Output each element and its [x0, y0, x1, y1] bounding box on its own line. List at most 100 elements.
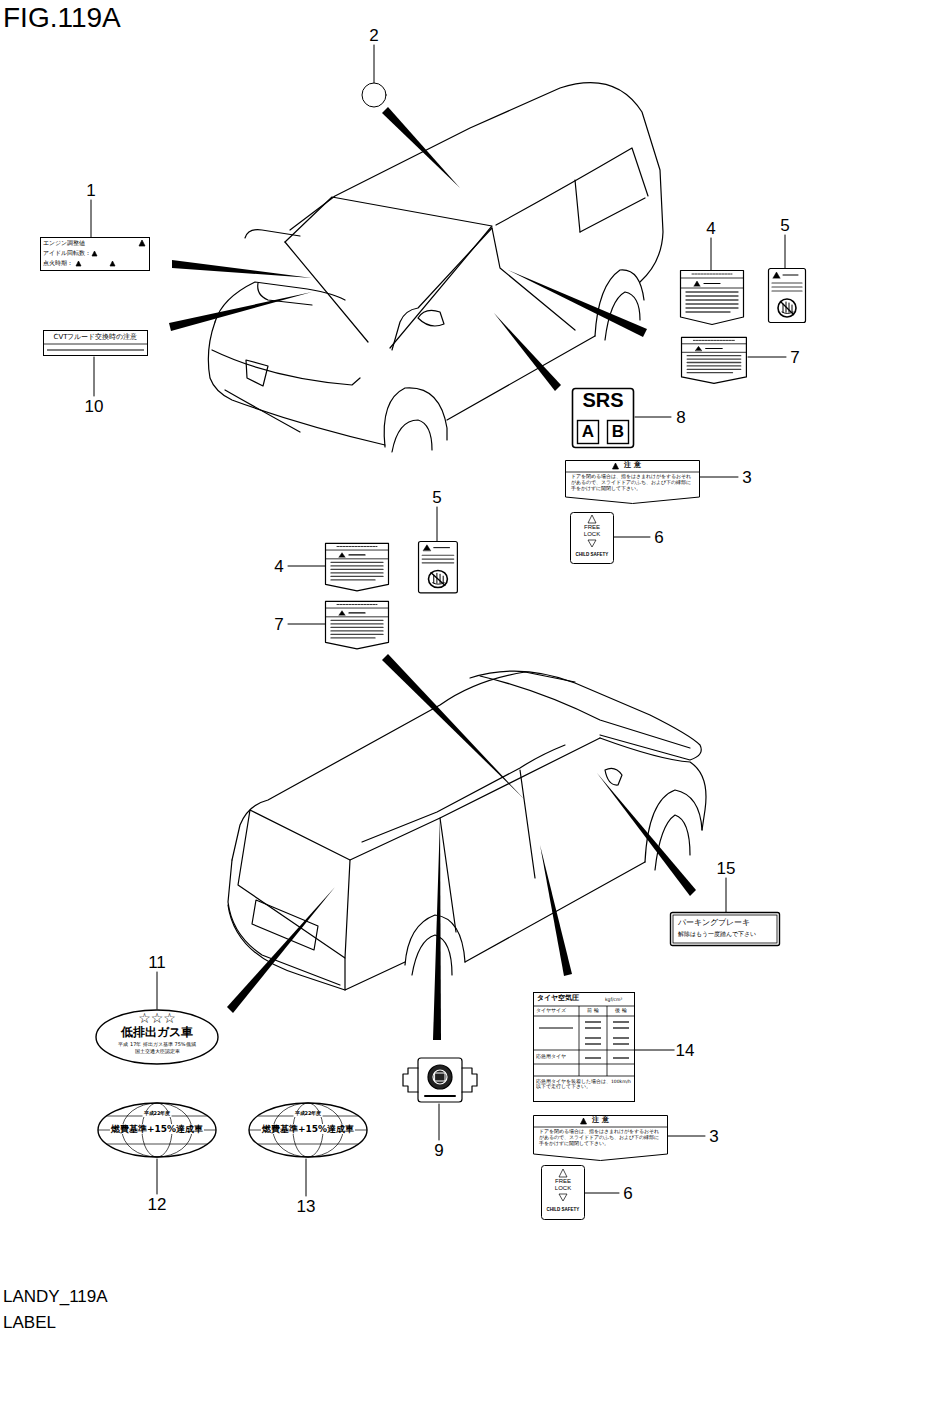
label-outline-part [534, 1050, 635, 1051]
label-outline-part [585, 1057, 601, 1058]
sticker-5 [769, 269, 806, 323]
label-outline-part [110, 261, 115, 266]
minivan-front-view [580, 198, 645, 232]
label-outline-part [559, 1169, 567, 1177]
callout-leader [635, 1050, 676, 1051]
label-outline-part [581, 1118, 587, 1124]
label-outline-part [139, 240, 145, 246]
seat-anchor-sticker [403, 1068, 418, 1092]
seat-anchor-sticker [425, 1095, 455, 1097]
label-outline-part [585, 1021, 601, 1022]
label-outline-part [585, 1043, 601, 1044]
child-lock-label: FREELOCKCHILD SAFETY [570, 512, 614, 564]
label-outline-part [613, 1021, 629, 1022]
label-outline-part [542, 1166, 585, 1220]
callout-number: 7 [273, 616, 284, 633]
label-text: 平成 17年 排出ガス基準 75%低減 [118, 1042, 195, 1048]
label-outline-part [588, 515, 596, 523]
label-outline-part [613, 1043, 629, 1044]
callout-leader [585, 1193, 619, 1194]
label-outline-part [107, 1144, 208, 1145]
minivan-front-view [225, 390, 300, 432]
label-outline-part [534, 1064, 635, 1065]
callout-leader [374, 45, 375, 83]
label-outline-part [258, 1144, 359, 1145]
label-outline-part [76, 261, 81, 266]
minivan-front-view [418, 310, 444, 326]
callout-number: 14 [675, 1042, 696, 1059]
minivan-front-view [392, 420, 432, 452]
label-outline-part [44, 344, 148, 345]
callout-number: 5 [779, 217, 790, 234]
callout-number: 15 [716, 860, 737, 877]
label-outline-part [613, 1027, 629, 1028]
pointer-wedge [169, 107, 696, 1040]
minivan-front-view [246, 360, 268, 386]
label-outline [670, 912, 780, 946]
label-outline-part [671, 913, 780, 946]
label-outline-part [607, 1006, 608, 1076]
label-outline-part [92, 251, 97, 256]
minivan-rear-view [345, 958, 405, 990]
parking-brake-label: パーキングブレーキ解除はもう一度踏んで下さい [670, 912, 780, 946]
minivan-rear-view [520, 770, 535, 878]
callout-number: 6 [653, 529, 664, 546]
label-text: 後 輪 [607, 1008, 635, 1014]
srs-letter-box: A [577, 420, 599, 444]
srs-airbag-label: SRSAB [572, 388, 634, 448]
pointer-wedge [382, 107, 460, 188]
label-text: パーキングブレーキ [678, 918, 750, 927]
sticker-5 [419, 541, 458, 592]
label-outline-part [96, 1010, 218, 1064]
engine-tuning-label: エンジン調整値アイドル回転数：点火時期： [40, 237, 150, 271]
callout-number: 11 [147, 954, 167, 971]
minivan-rear-view [252, 900, 318, 950]
seat-anchor-sticker [403, 1058, 477, 1102]
label-text: 平成22年度 [294, 1111, 323, 1117]
label-text: タイヤサイズ [536, 1008, 566, 1014]
pointer-wedge [433, 818, 441, 1040]
seat-anchor-sticker [428, 1065, 452, 1089]
minivan-rear-view [228, 860, 340, 985]
minivan-rear-view [440, 818, 456, 932]
callout-leader [437, 507, 438, 541]
label-outline-part [534, 1127, 668, 1128]
minivan-front-view [392, 228, 492, 350]
minivan-rear-view [480, 676, 690, 748]
callout-number: 8 [675, 409, 686, 426]
label-text: kgf/cm² [605, 997, 622, 1002]
label-text: ドアを閉める場合は、指をはさまれけがをするおそれがあるので、スライドドアのふち、… [539, 1129, 662, 1146]
label-text: エンジン調整値 [43, 240, 85, 246]
label-text: 応急用タイヤを装着した場合は、100km/h以下で走行して下さい。 [536, 1079, 632, 1089]
pointer-wedge [169, 292, 312, 331]
callout-leader [785, 235, 786, 268]
minivan-front-view [290, 83, 663, 282]
callout-number: 3 [708, 1128, 719, 1145]
minivan-front-view [215, 282, 345, 322]
label-outline-part [579, 1006, 580, 1076]
minivan-rear-view [470, 671, 701, 760]
callout-number: 3 [741, 469, 752, 486]
seat-anchor-sticker [433, 1070, 447, 1084]
seat-anchor-sticker [435, 1073, 445, 1081]
seat-anchor-sticker [418, 1058, 462, 1102]
minivan-rear-view [405, 915, 465, 965]
minivan-front-view [384, 388, 447, 447]
callout-number: 6 [622, 1185, 633, 1202]
fuel-economy-badge: 平成22年度燃費基準+15%達成車 [97, 1102, 217, 1158]
callout-leader [157, 972, 158, 1009]
minivan-front-view [245, 230, 300, 238]
label-text: CVTフルード交換時の注意 [54, 333, 138, 341]
door-caution-label: 注 意ドアを閉める場合は、指をはさまれけがをするおそれがあるので、スライドドアの… [533, 1115, 668, 1161]
label-outline-part [534, 1076, 635, 1077]
label-text: 国土交通大臣認定車 [135, 1049, 180, 1055]
label-outline-part [613, 1057, 629, 1058]
sticker-7 [326, 601, 389, 649]
label-outline-part [585, 1027, 601, 1028]
caption-text: LABEL [2, 1314, 57, 1331]
label-text: LOCK [555, 1185, 571, 1192]
callout-number: 1 [85, 182, 96, 199]
label-outline-part [559, 1194, 567, 1201]
